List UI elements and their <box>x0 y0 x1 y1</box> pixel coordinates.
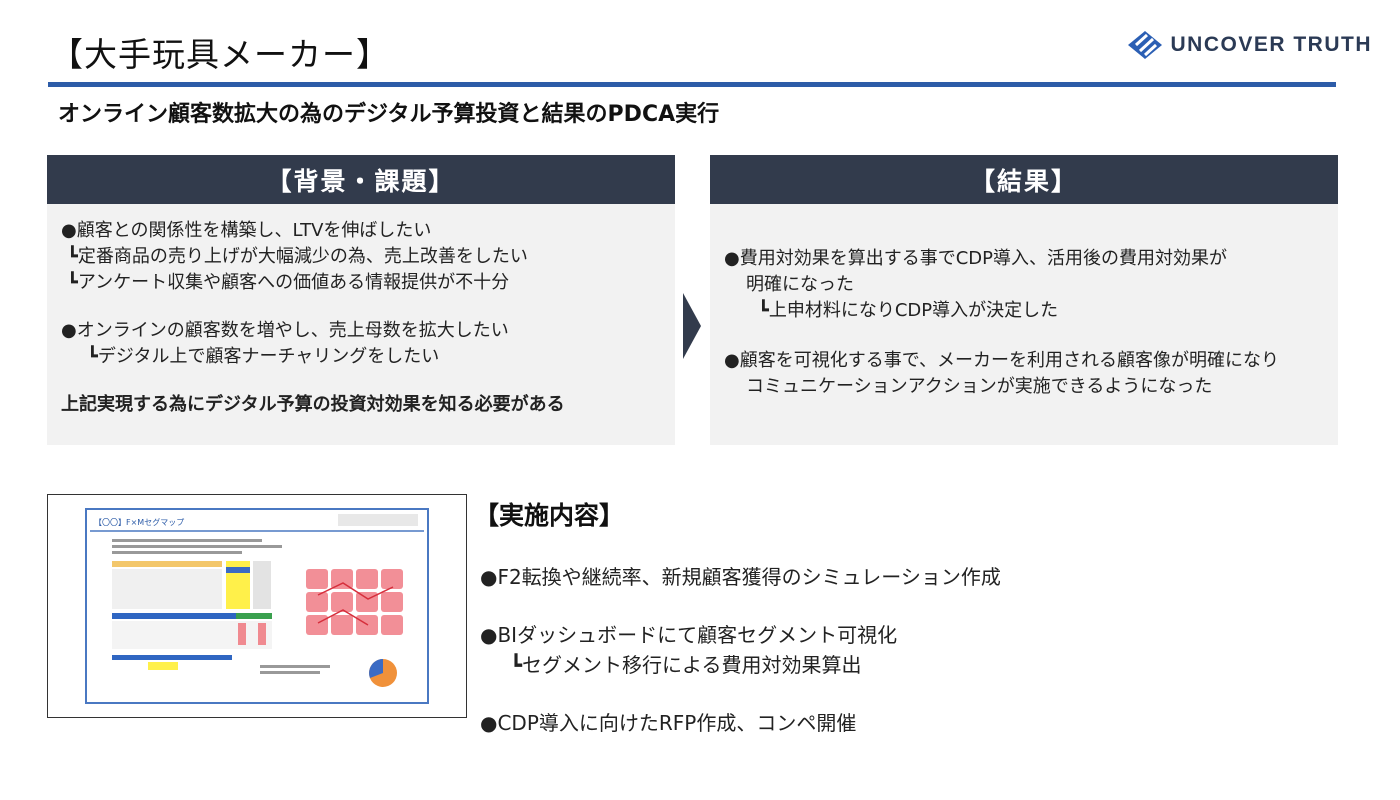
right-arrow-icon <box>683 293 701 359</box>
background-line: ┗アンケート収集や顧客への価値ある情報提供が不十分 <box>67 272 510 293</box>
implementation-list: ●F2転換や継続率、新規顧客獲得のシミュレーション作成 ●BIダッシュボードにて… <box>480 562 1001 738</box>
implementation-item: ●BIダッシュボードにて顧客セグメント可視化 <box>480 623 898 647</box>
page-title: 【大手玩具メーカー】 <box>50 35 390 74</box>
title-rule <box>48 82 1336 87</box>
results-line: ●顧客を可視化する事で、メーカーを利用される顧客像が明確になり <box>724 350 1279 371</box>
background-conclusion: 上記実現する為にデジタル予算の投資対効果を知る必要がある <box>61 394 565 415</box>
background-heading: 【背景・課題】 <box>47 155 675 204</box>
implementation-item: ┗セグメント移行による費用対効果算出 <box>510 653 862 677</box>
logo-text: UNCOVER TRUTH <box>1170 33 1372 56</box>
dashboard-thumbnail: 【〇〇】F×Mセグマップ <box>47 494 467 718</box>
results-line: ●費用対効果を算出する事でCDP導入、活用後の費用対効果が <box>724 248 1227 269</box>
results-line: コミュニケーションアクションが実施できるようになった <box>746 376 1213 397</box>
dashboard-thumbnail-image: 【〇〇】F×Mセグマップ <box>85 508 429 704</box>
background-line: ┗デジタル上で顧客ナーチャリングをしたい <box>87 346 440 367</box>
brand-logo: UNCOVER TRUTH <box>1127 30 1373 60</box>
background-panel: 【背景・課題】 ●顧客との関係性を構築し、LTVを伸ばしたい ┗定番商品の売り上… <box>47 155 675 445</box>
results-heading: 【結果】 <box>710 155 1338 204</box>
implementation-heading: 【実施内容】 <box>474 501 625 530</box>
results-body: ●費用対効果を算出する事でCDP導入、活用後の費用対効果が 明確になった ┗上申… <box>710 204 1338 414</box>
thumbnail-title: 【〇〇】F×Mセグマップ <box>94 517 184 527</box>
background-body: ●顧客との関係性を構築し、LTVを伸ばしたい ┗定番商品の売り上げが大幅減少の為… <box>47 204 675 432</box>
background-line: ●オンラインの顧客数を増やし、売上母数を拡大したい <box>61 320 509 341</box>
background-line: ●顧客との関係性を構築し、LTVを伸ばしたい <box>61 220 432 241</box>
diamond-stripe-icon <box>1127 31 1162 59</box>
results-panel: 【結果】 ●費用対効果を算出する事でCDP導入、活用後の費用対効果が 明確になっ… <box>710 155 1338 445</box>
results-line: 明確になった <box>746 274 854 295</box>
page-subtitle: オンライン顧客数拡大の為のデジタル予算投資と結果のPDCA実行 <box>58 102 720 127</box>
implementation-item: ●CDP導入に向けたRFP作成、コンペ開催 <box>480 711 857 735</box>
results-line: ┗上申材料になりCDP導入が決定した <box>758 300 1059 321</box>
implementation-item: ●F2転換や継続率、新規顧客獲得のシミュレーション作成 <box>480 565 1001 589</box>
background-line: ┗定番商品の売り上げが大幅減少の為、売上改善をしたい <box>67 246 528 267</box>
